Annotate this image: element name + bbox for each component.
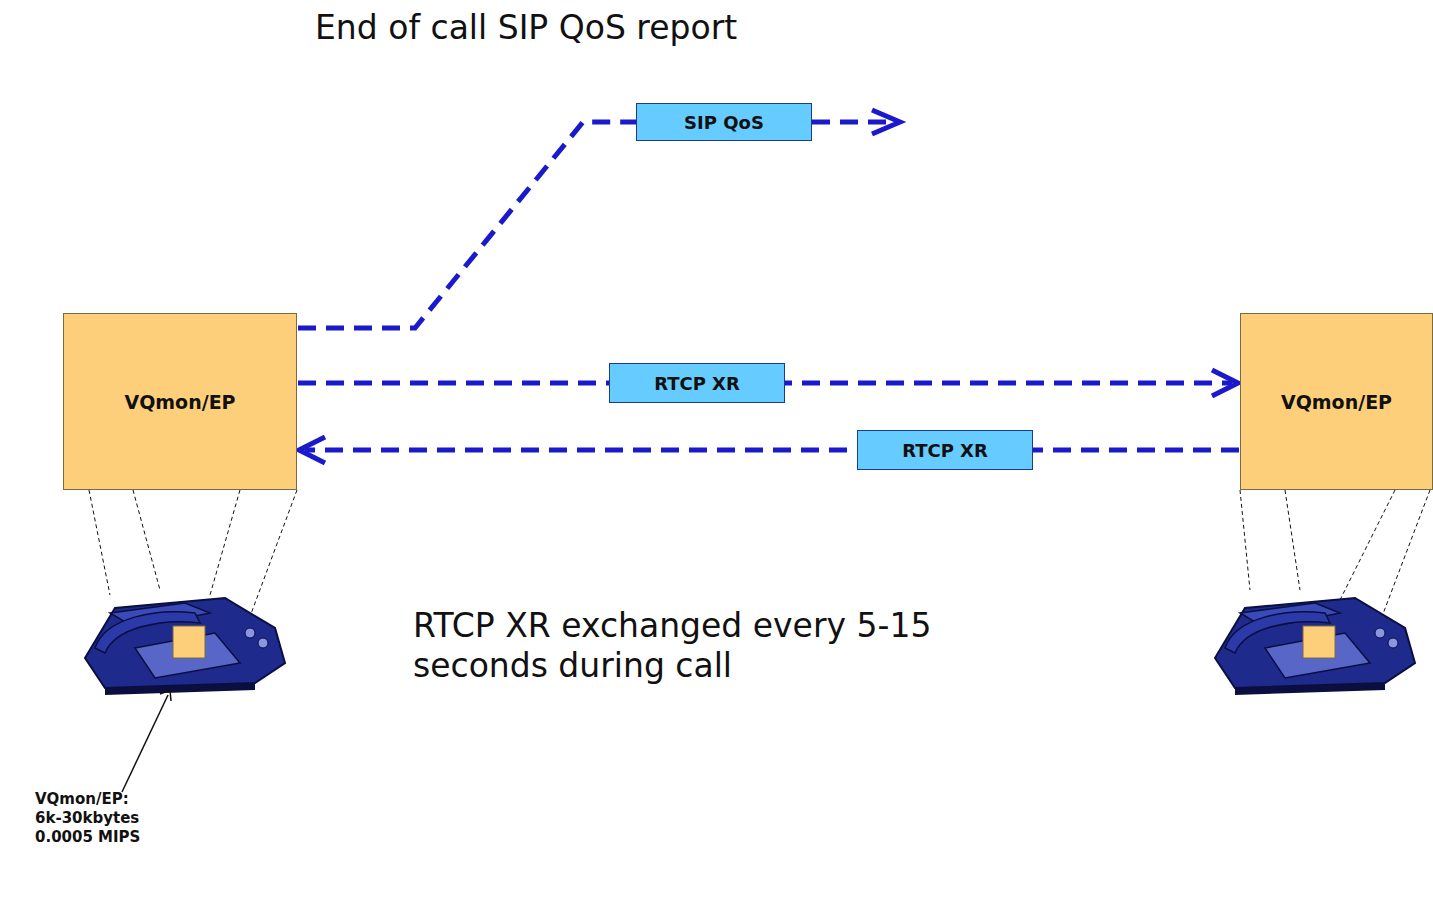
leader-head — [160, 690, 171, 701]
phone-icon — [85, 598, 285, 695]
endpoint-box: VQmon/EP — [63, 313, 297, 490]
spec-text: VQmon/EP: 6k-30kbytes 0.0005 MIPS — [35, 790, 145, 846]
sip-qos-path — [298, 122, 895, 328]
node-label: VQmon/EP — [1281, 391, 1392, 413]
phone-icon — [1215, 598, 1415, 695]
leader-line — [122, 695, 168, 792]
message-tag: RTCP XR — [609, 363, 785, 403]
arrow-head — [872, 110, 900, 134]
node-label: VQmon/EP — [124, 391, 235, 413]
endpoint-box: VQmon/EP — [1240, 313, 1433, 490]
note-text: RTCP XR exchanged every 5-15 seconds dur… — [413, 606, 1003, 685]
message-tag: RTCP XR — [857, 430, 1033, 470]
message-arrow — [299, 437, 1239, 463]
note-text: End of call SIP QoS report — [315, 8, 755, 48]
message-tag: SIP QoS — [636, 103, 812, 141]
